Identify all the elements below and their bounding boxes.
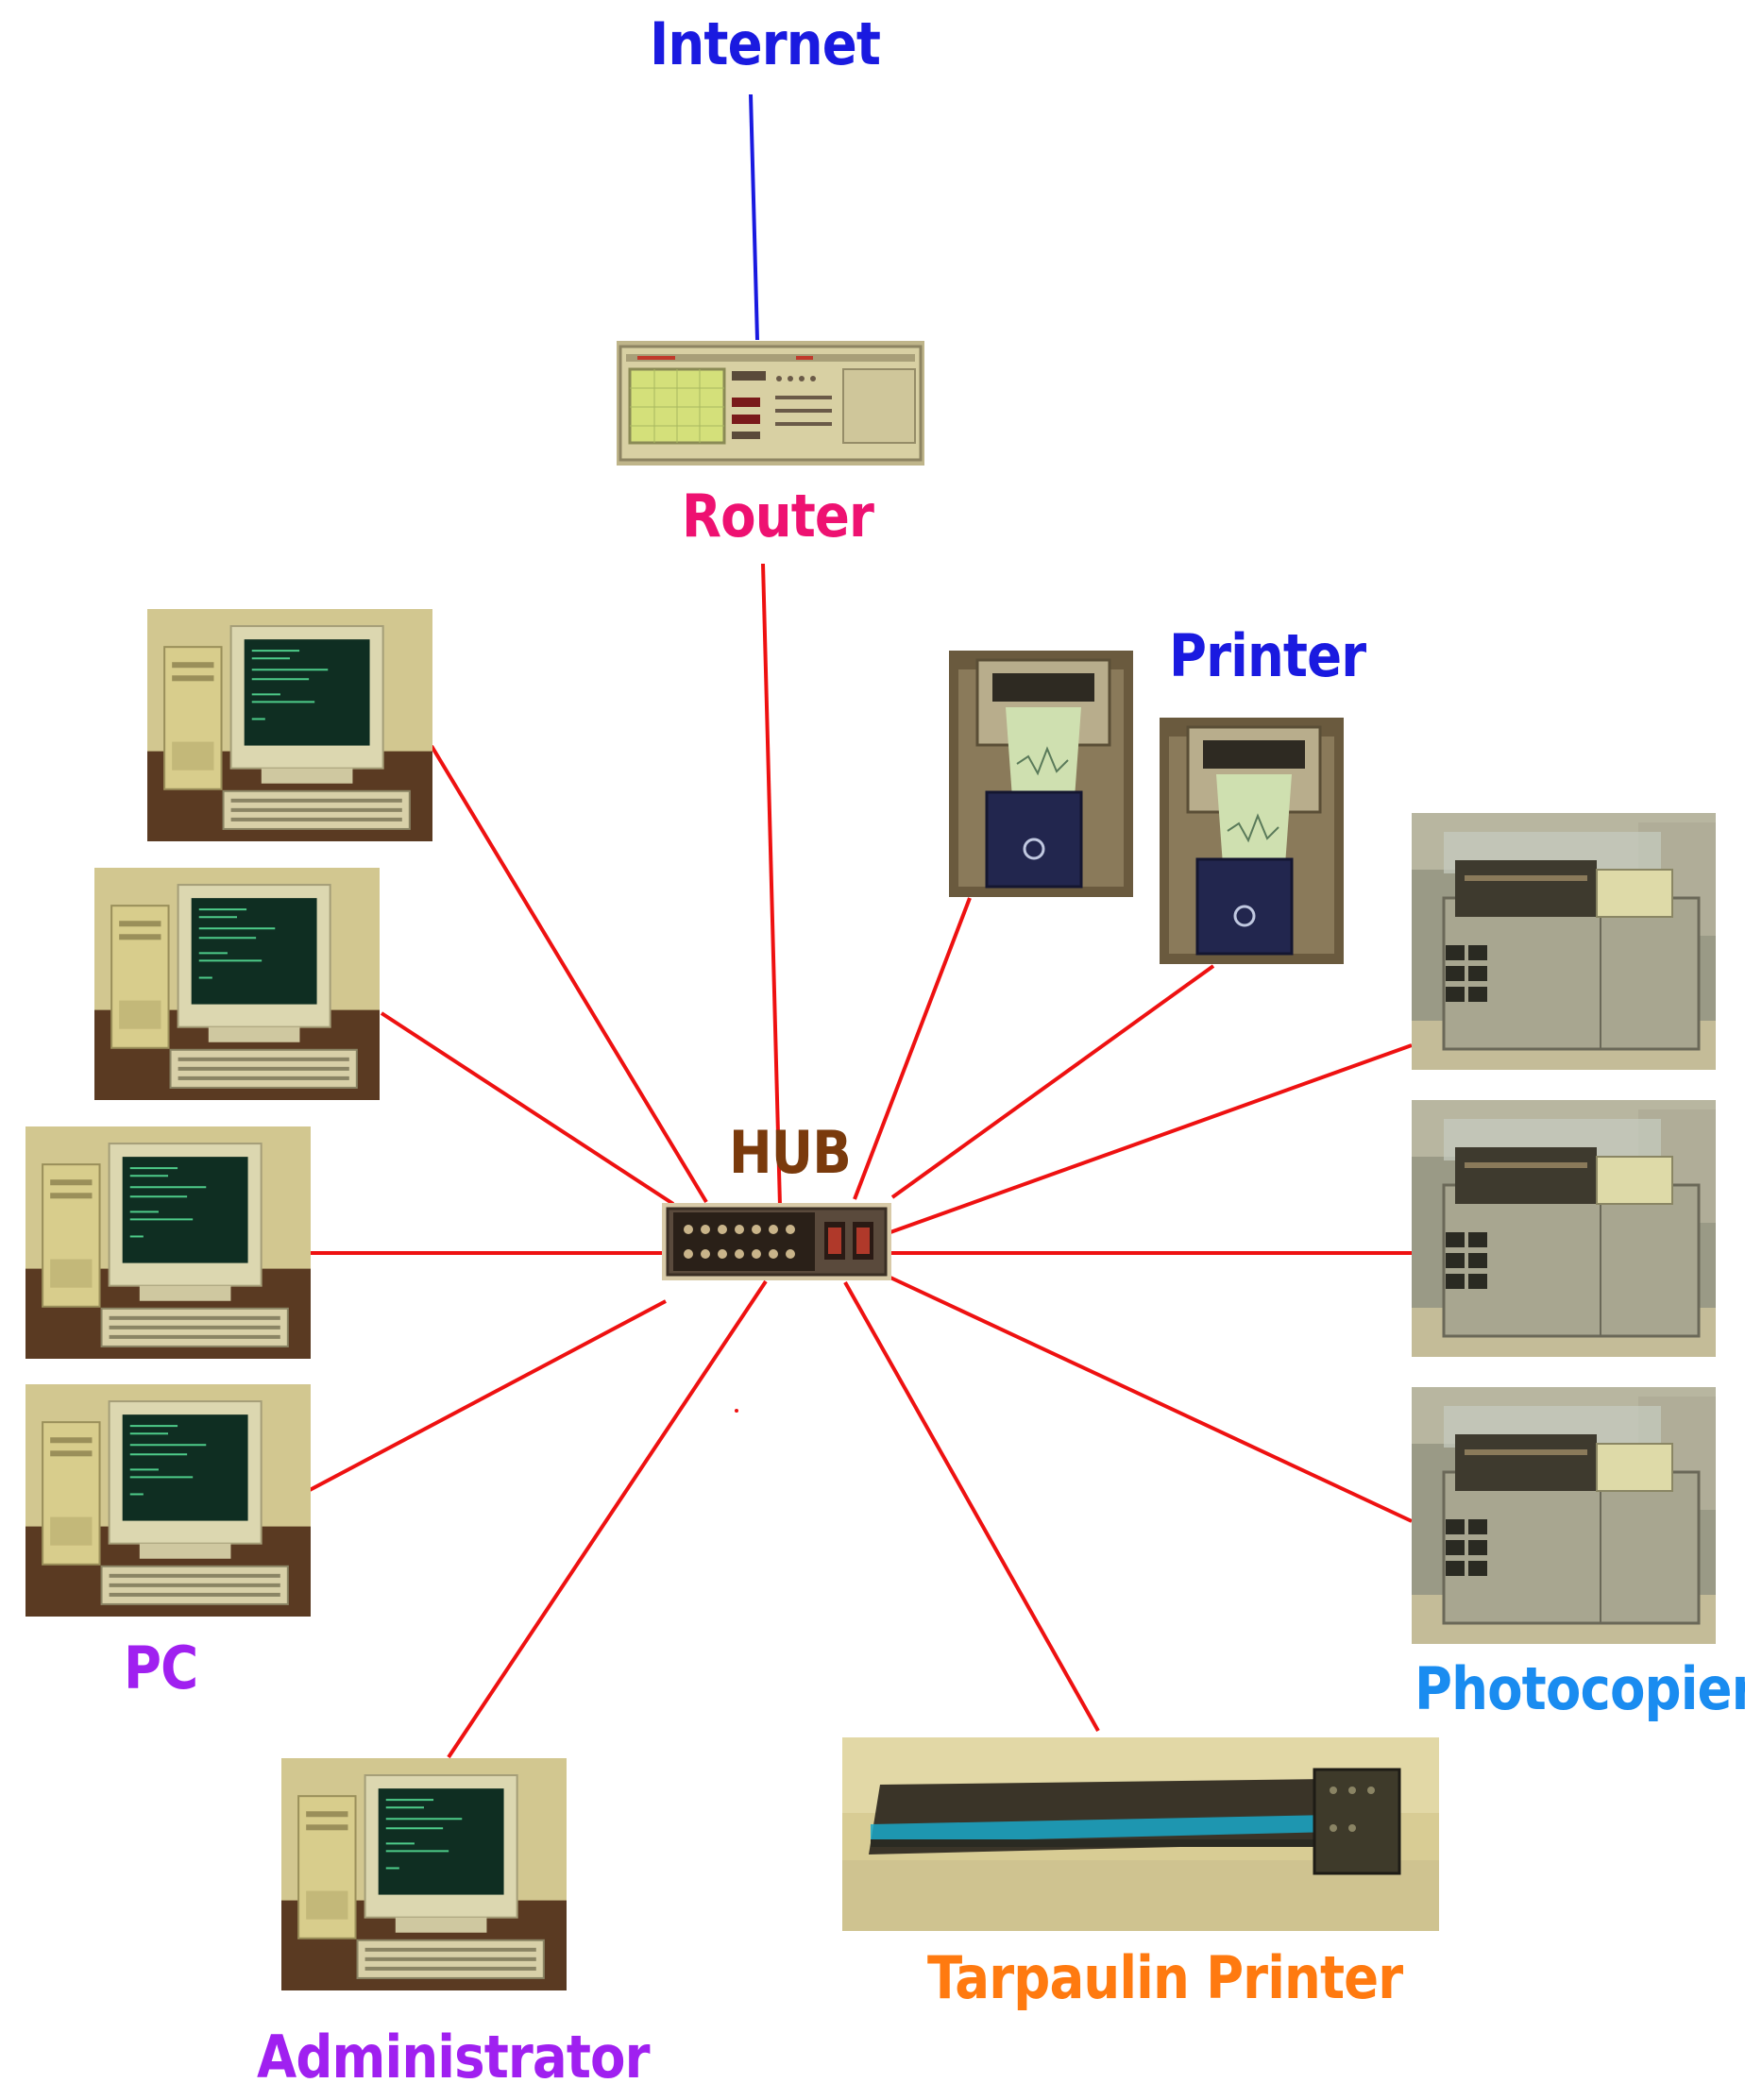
internet-router-link <box>749 93 759 341</box>
internet-label: Internet <box>650 9 881 78</box>
pc-3-icon <box>25 1126 311 1359</box>
pc-2-icon <box>94 868 380 1100</box>
router-label: Router <box>682 482 874 550</box>
hub-icon <box>662 1203 891 1280</box>
copier3-hub-link <box>889 1276 1413 1523</box>
router-icon <box>617 341 924 466</box>
router-hub-link <box>761 563 782 1207</box>
pc1-hub-link <box>430 744 708 1204</box>
tarpaulin-printer-label: Tarpaulin Printer <box>927 1943 1403 2012</box>
copier1-hub-link <box>889 1043 1413 1234</box>
administrator-label: Administrator <box>257 2023 651 2092</box>
pc2-hub-link <box>380 1011 675 1206</box>
printer-label: Printer <box>1169 621 1366 690</box>
printer-2-icon <box>1160 718 1344 964</box>
stray-dot <box>735 1409 738 1413</box>
photocopier-2-icon <box>1412 1100 1716 1357</box>
photocopier-3-icon <box>1412 1387 1716 1644</box>
tarpaulin-hub-link <box>843 1281 1100 1732</box>
pc-label: PC <box>124 1634 198 1702</box>
printer1-hub-link <box>853 897 972 1200</box>
pc-1-icon <box>147 609 432 841</box>
administrator-pc-icon <box>281 1758 567 1990</box>
printer2-hub-link <box>890 964 1215 1199</box>
photocopier-1-icon <box>1412 813 1716 1070</box>
pc4-hub-link <box>309 1299 667 1492</box>
admin-hub-link <box>447 1279 768 1759</box>
hub-label: HUB <box>729 1118 852 1187</box>
photocopier-label: Photocopier <box>1415 1654 1745 1723</box>
printer-1-icon <box>949 651 1133 897</box>
tarpaulin-printer-icon <box>842 1737 1439 1931</box>
pc-4-icon <box>25 1384 311 1617</box>
